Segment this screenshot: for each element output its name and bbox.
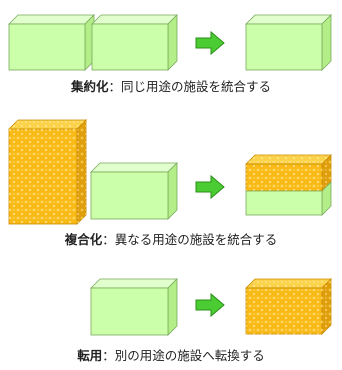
term-consolidation: 集約化: [70, 79, 109, 94]
term-combination: 複合化: [64, 232, 103, 247]
description-consolidation: 同じ用途の施設を統合する: [121, 79, 272, 94]
arrow-right-icon: [195, 292, 225, 318]
caption-separator: ：: [102, 348, 115, 363]
box-combination-after: [245, 154, 332, 216]
caption-separator: ：: [102, 232, 115, 247]
box-combination-before-plain: [90, 162, 178, 220]
arrow-right-icon: [195, 30, 225, 56]
caption-conversion: 転用：別の用途の施設へ転換する: [0, 348, 342, 364]
caption-combination: 複合化：異なる用途の施設を統合する: [0, 232, 342, 248]
box-consolidation-before-2: [91, 14, 178, 71]
box-combination-before-tall: [8, 119, 87, 225]
description-combination: 異なる用途の施設を統合する: [114, 232, 278, 247]
arrow-right-icon: [195, 174, 225, 200]
box-conversion-after: [245, 278, 332, 335]
box-conversion-before: [90, 278, 178, 336]
box-consolidation-after: [245, 14, 332, 71]
caption-consolidation: 集約化：同じ用途の施設を統合する: [0, 79, 342, 95]
caption-separator: ：: [108, 79, 121, 94]
box-consolidation-before-1: [8, 14, 95, 71]
term-conversion: 転用: [77, 348, 103, 363]
description-conversion: 別の用途の施設へ転換する: [114, 348, 265, 363]
